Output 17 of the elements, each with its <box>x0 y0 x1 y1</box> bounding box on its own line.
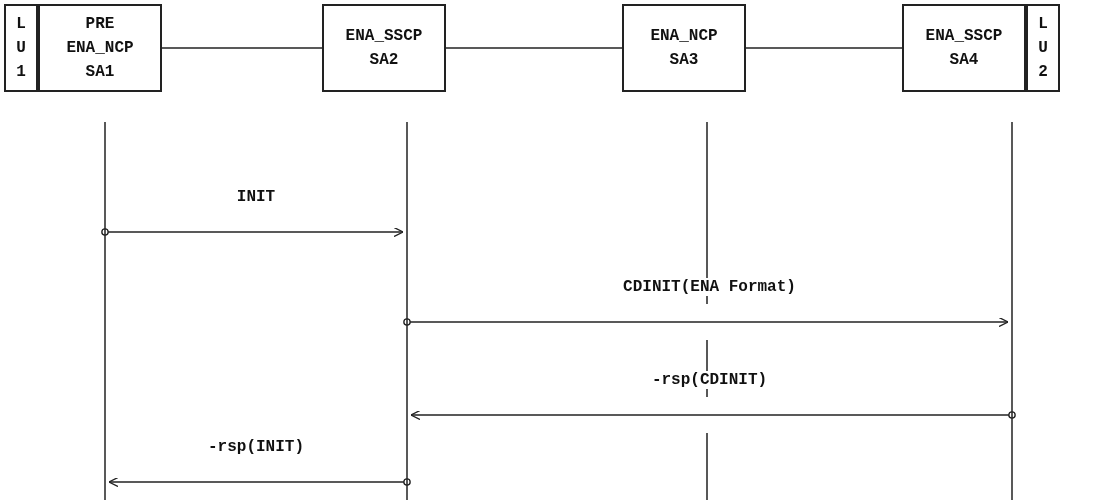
link-line <box>161 47 323 49</box>
link-line <box>745 47 903 49</box>
side-box: L U 2 <box>1026 4 1060 92</box>
node-box: ENA_NCP SA3 <box>622 4 746 92</box>
lifeline <box>406 121 408 500</box>
message-arrow <box>108 476 411 488</box>
message-arrow <box>101 226 404 238</box>
side-box: L U 1 <box>4 4 38 92</box>
message-arrow <box>410 409 1016 421</box>
lifeline <box>706 121 708 500</box>
message-arrow <box>403 316 1009 328</box>
node-box: ENA_SSCP SA4 <box>902 4 1026 92</box>
node-box: ENA_SSCP SA2 <box>322 4 446 92</box>
lifeline <box>1011 121 1013 500</box>
link-line <box>445 47 623 49</box>
node-box: PRE ENA_NCP SA1 <box>38 4 162 92</box>
lifeline <box>104 121 106 500</box>
